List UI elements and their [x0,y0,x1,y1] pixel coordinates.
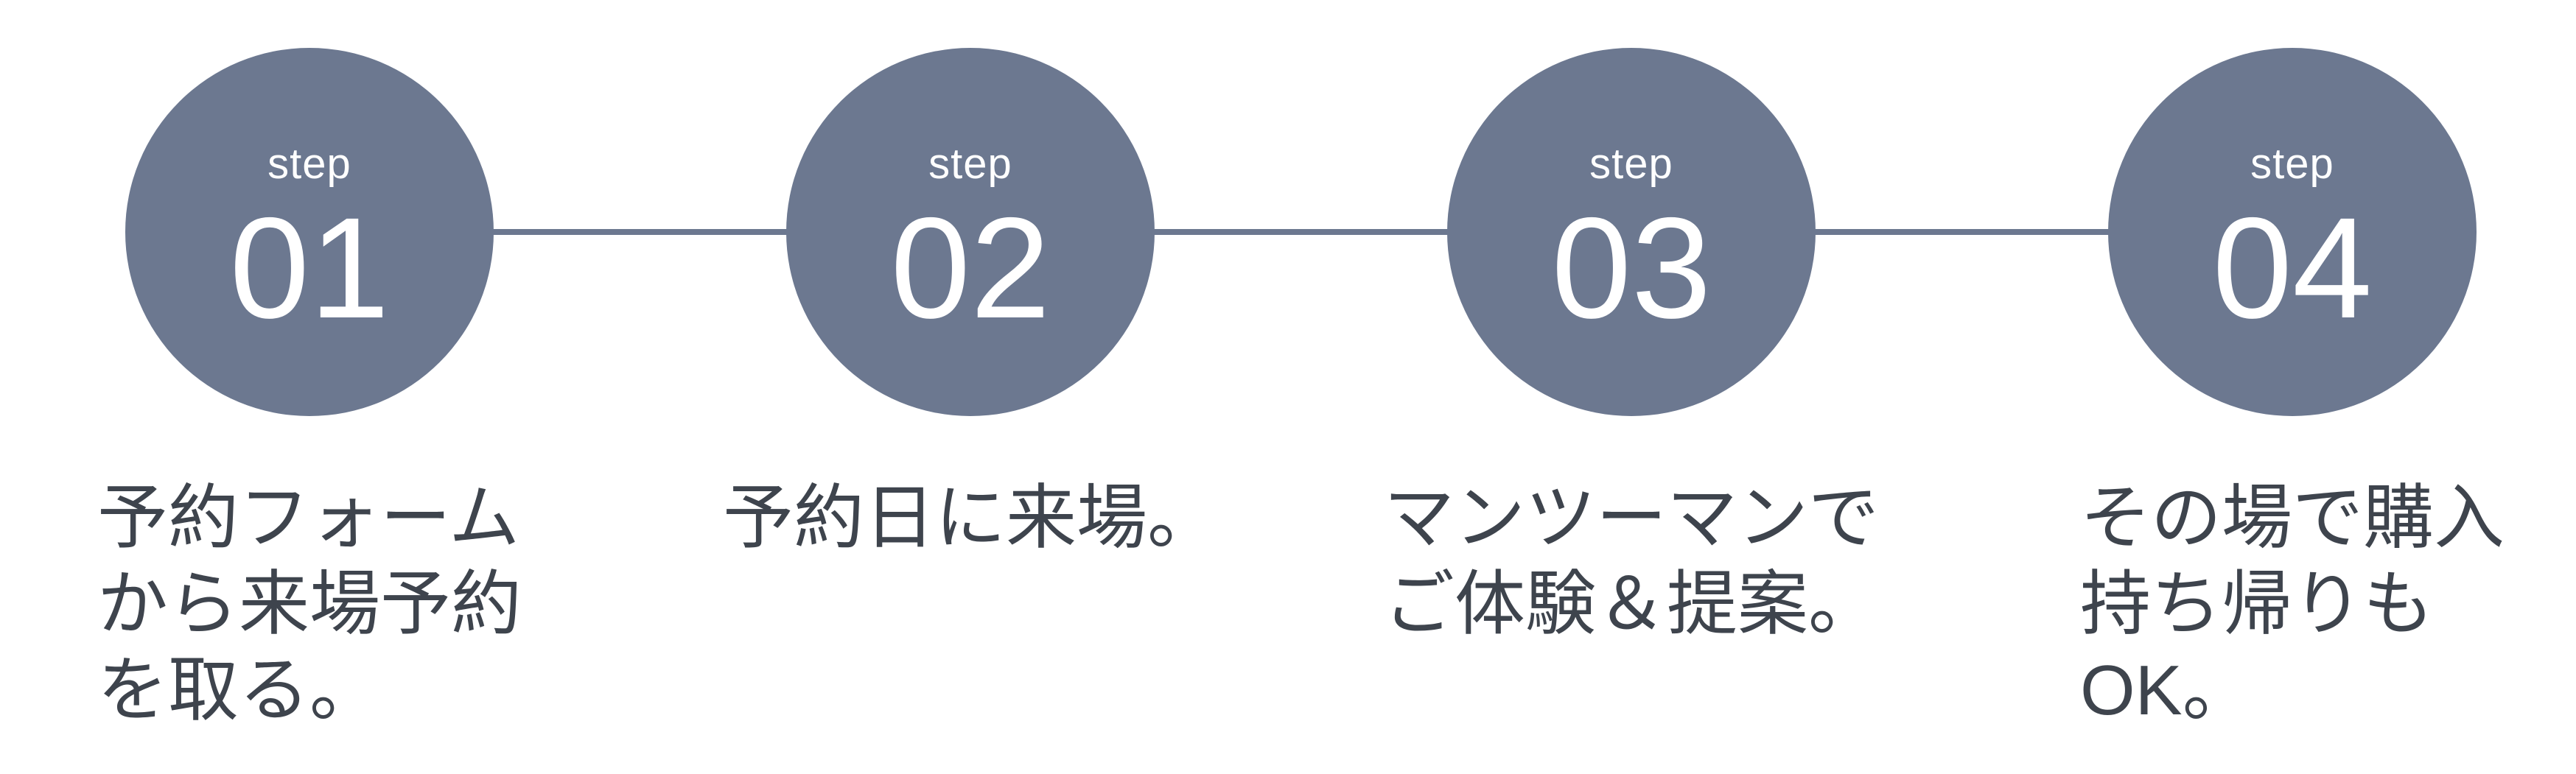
step-number: 04 [2212,187,2373,348]
step-number: 03 [1551,187,1712,348]
caption-line: を取る。 [97,651,380,731]
step-label: step [928,139,1012,188]
step-caption: その場で購入 持ち帰りも OK。 [2080,475,2505,733]
step-number: 01 [229,187,390,348]
step-label: step [267,139,351,188]
step-circle-1: step 01 [125,48,494,416]
step-column-4: step 04 その場で購入 持ち帰りも OK。 [2080,48,2505,733]
step-column-3: step 03 マンツーマンで ご体験＆提案。 [1384,48,1879,647]
caption-line: その場で購入 [2080,479,2505,557]
caption-line: から来場予約 [97,565,522,644]
caption-line: 予約フォーム [97,479,520,557]
caption-line: 持ち帰りも [2080,565,2434,644]
caption-line: OK。 [2080,651,2253,731]
step-circle-3: step 03 [1447,48,1816,416]
step-circle-4: step 04 [2108,48,2477,416]
step-caption: 予約日に来場。 [723,475,1218,561]
step-label: step [2250,139,2334,188]
step-caption: 予約フォーム から来場予約 を取る。 [97,475,522,733]
step-column-1: step 01 予約フォーム から来場予約 を取る。 [97,48,522,733]
caption-line: マンツーマンで [1384,479,1879,557]
step-circle-2: step 02 [786,48,1155,416]
step-label: step [1589,139,1673,188]
caption-line: ご体験＆提案。 [1384,565,1879,644]
caption-line: 予約日に来場。 [723,479,1218,557]
step-column-2: step 02 予約日に来場。 [723,48,1218,561]
step-caption: マンツーマンで ご体験＆提案。 [1384,475,1879,647]
connector-line [309,229,2292,235]
step-number: 02 [890,187,1051,348]
